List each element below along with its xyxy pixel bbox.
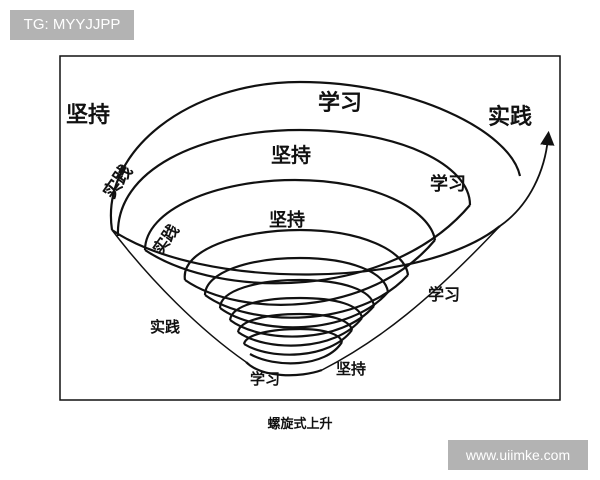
ring-3: [143, 178, 437, 251]
label-outer-left: 坚持: [66, 103, 110, 128]
spiral-front-arcs: [111, 204, 501, 365]
watermark-bottom: www.uiimke.com: [448, 440, 588, 470]
label-ring2-right: 学习: [430, 173, 466, 195]
label-ring3-top: 坚持: [269, 209, 305, 231]
label-low-left: 实践: [150, 318, 180, 336]
diagram-frame: [59, 55, 561, 401]
label-bottom-left: 学习: [250, 370, 280, 388]
ring-9: [242, 327, 344, 345]
ring-6: [218, 278, 376, 309]
ring-4: [183, 228, 410, 281]
rising-arrow: [499, 130, 555, 227]
label-outer-right: 实践: [488, 104, 532, 130]
label-mid-right: 学习: [428, 285, 460, 304]
label-bottom-right: 坚持: [336, 360, 366, 378]
cone-right-side: [321, 225, 501, 371]
label-outer-top: 学习: [318, 90, 362, 116]
cone-left-side: [111, 229, 247, 363]
ring-8: [236, 312, 354, 333]
diagram-caption: 螺旋式上升: [267, 416, 332, 432]
spiral-tip: [245, 361, 323, 377]
watermark-top: TG: MYYJJPP: [10, 10, 134, 40]
label-ring2-top: 坚持: [271, 143, 311, 167]
ring-1: [109, 80, 522, 231]
spiral-rings: [109, 80, 522, 345]
ring-2: [116, 128, 472, 237]
label-ring2-left: 实践: [99, 161, 138, 203]
